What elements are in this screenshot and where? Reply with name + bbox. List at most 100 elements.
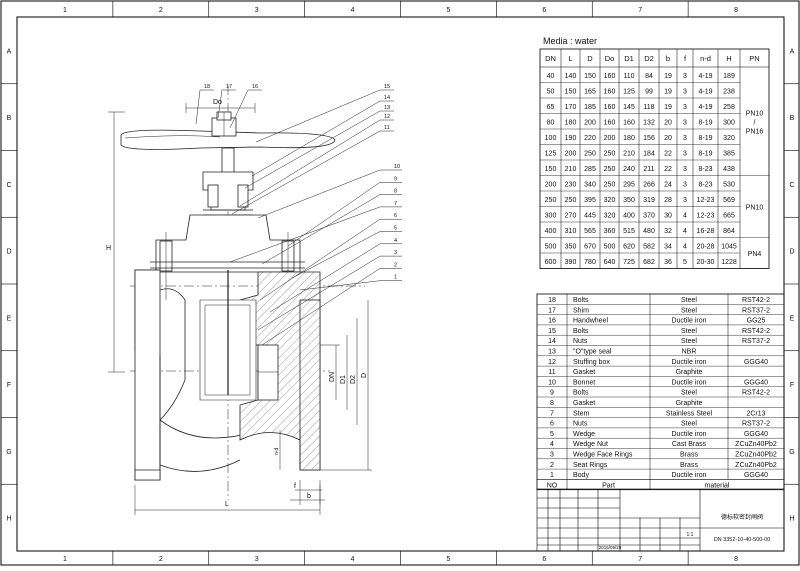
dims-table-cell: 780 [584,259,596,266]
dims-table-cell: 100 [545,135,557,142]
frame-row-label-left: D [6,249,11,256]
dim-f-label: f [294,483,296,490]
parts-table-part: "O"type seal [573,349,612,356]
dims-table-cell: 12-23 [697,197,715,204]
parts-table-grade: ZCuZn40Pb2 [735,452,777,459]
valve-cross-section [120,85,365,500]
dims-table-cell: 350 [623,197,635,204]
dims-table-cell: 3 [683,151,687,158]
parts-table-no: 16 [548,318,556,325]
dims-table-cell: 320 [604,213,616,220]
dims-table-cell: 200 [545,182,557,189]
dims-table-cell: 165 [584,89,596,96]
dims-table-cell: 80 [547,120,555,127]
dims-table-cell: 160 [604,89,616,96]
dims-table-cell: 4-19 [698,104,712,111]
frame-row-label-right: A [790,48,795,55]
dims-table-cell: 4 [683,244,687,251]
dims-table-cell: 320 [723,135,735,142]
dims-table-cell: 125 [545,151,557,158]
dims-table-cell: 150 [545,166,557,173]
parts-table-part: Bonnet [573,379,595,386]
dims-table-header: DN [545,54,556,63]
dims-table-cell: 295 [623,182,635,189]
dims-table-header: H [726,54,731,63]
callout-number: 9 [394,176,397,182]
parts-table-grade: RST42-2 [742,390,770,397]
title-block-name: 德标软密封闸阀 [721,513,763,521]
dims-table-cell: 250 [545,197,557,204]
frame-col-label-bottom: 7 [638,556,642,563]
dims-table-cell: 320 [604,197,616,204]
frame-row-label-right: H [789,516,794,523]
callout-number: 4 [394,238,397,244]
dims-table-cell: 8-19 [698,135,712,142]
dim-dn-label: DN [329,372,336,382]
dim-nd-label: n-d [274,448,280,455]
dims-table-cell: 250 [604,151,616,158]
dims-table-cell: 30 [664,213,672,220]
parts-table-part: Bolts [573,390,589,397]
parts-table-part: Body [573,472,589,479]
inner-border [16,16,785,552]
dim-l-label: L [225,501,229,508]
dims-table-cell: 132 [643,120,655,127]
dims-table-cell: 8-19 [698,151,712,158]
dims-table-cell: 390 [565,259,577,266]
dims-table-cell: 20-28 [697,244,715,251]
dims-table-cell: 270 [565,213,577,220]
dims-table-cell: 238 [723,89,735,96]
dims-table-cell: 200 [584,120,596,127]
dims-table-cell: 3 [683,89,687,96]
callout-number: 3 [394,250,397,256]
frame-row-label-left: F [7,382,11,389]
parts-table-part: Handwheel [573,318,608,325]
frame-row-label-right: B [790,115,795,122]
frame-col-label-top: 5 [446,7,450,14]
parts-table-no: 1 [550,472,554,479]
dims-table-cell: 210 [565,166,577,173]
dim-d2-label: D2 [350,375,357,384]
frame-row-label-left: E [7,315,12,322]
frame-col-label-top: 7 [638,7,642,14]
parts-table-grade: ZCuZn40Pb2 [735,441,777,448]
dims-table-cell: 211 [643,166,654,173]
dims-table-cell: 385 [723,151,735,158]
dims-table-cell: 3 [683,135,687,142]
dims-table-cell: 670 [584,244,596,251]
dims-table-cell: 400 [545,228,557,235]
parts-table-grade: 2Cr13 [746,410,765,417]
parts-table-part: Stuffing box [573,359,610,366]
title-block [536,488,785,552]
dims-table-title: Media : water [543,36,597,46]
dims-table-cell: 8-19 [698,120,712,127]
dims-table-cell: 230 [565,182,577,189]
frame-col-label-top: 6 [542,7,546,14]
dims-table-cell: 28 [664,197,672,204]
dims-table-cell: 20 [664,120,672,127]
dims-table-cell: 3 [683,182,687,189]
frame-col-label-top: 1 [63,7,67,14]
parts-table-material: Steel [681,421,697,428]
frame-col-label-bottom: 1 [63,556,67,563]
callout-number: 11 [384,125,390,131]
parts-table-part: Nuts [573,421,588,428]
dims-table-cell: 184 [643,151,655,158]
dims-table-border [539,48,770,269]
parts-table-border [536,293,785,491]
dims-table-cell: 3 [683,73,687,80]
dims-table-cell: 582 [643,244,655,251]
parts-table-part: Seat Rings [573,462,608,469]
parts-table-material: Ductile iron [671,472,706,479]
frame-col-label-top: 4 [351,7,355,14]
dims-table-cell: 170 [565,104,577,111]
parts-table-material: Brass [680,462,698,469]
callout-leaders [195,89,402,346]
dims-table-cell: 150 [584,73,596,80]
dim-b-label: b [307,493,311,500]
frame-row-label-right: E [790,315,795,322]
callout-number: 1 [394,275,397,281]
frame-col-label-bottom: 8 [734,556,738,563]
dims-table-cell: 185 [584,104,596,111]
